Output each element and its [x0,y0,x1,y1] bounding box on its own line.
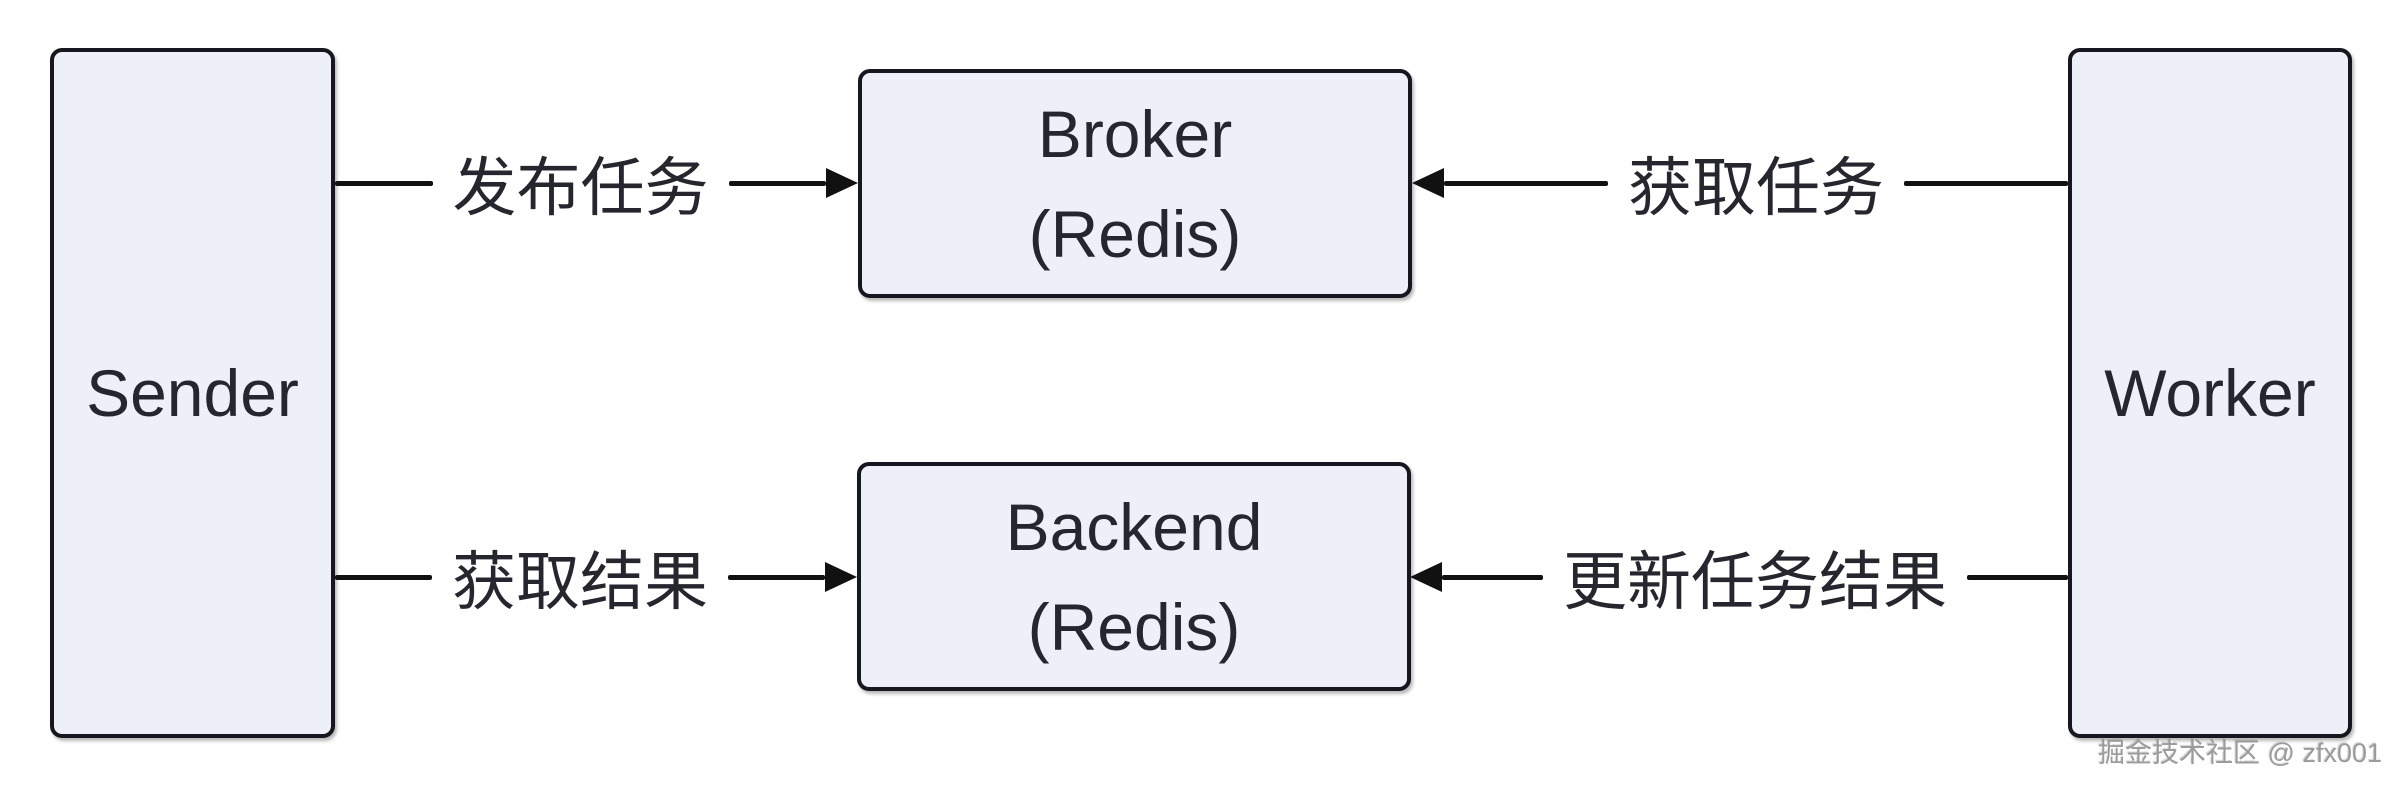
node-sender: Sender [50,48,335,738]
edge-fetch-task-label: 获取任务 [1628,152,1884,224]
node-backend-label-line1: Backend [1005,489,1263,564]
arrowhead-right-icon [826,168,858,198]
edge-fetch-result-line-start [335,574,432,580]
node-backend-label-line2: (Redis) [1027,589,1241,664]
edge-publish-task-line-start [335,180,433,186]
edge-fetch-task-line-start [1444,180,1608,186]
node-broker-label-line1: Broker [1037,96,1233,171]
arrowhead-left-icon [1412,168,1444,198]
edge-fetch-result-line-end [728,574,825,580]
edge-publish-task: 发布任务 [335,137,858,229]
edge-publish-task-label: 发布任务 [452,152,709,224]
node-backend: Backend (Redis) [857,462,1411,691]
edge-update-result-line-end [1967,574,2068,580]
node-worker-label: Worker [2104,356,2316,430]
node-worker: Worker [2068,48,2352,738]
arrowhead-right-icon [825,562,857,592]
watermark: 掘金技术社区 @ zfx001 [2098,738,2382,768]
node-broker-label-line2: (Redis) [1028,196,1242,271]
edge-update-result-label: 更新任务结果 [1563,546,1947,618]
edge-fetch-task-line-end [1904,180,2068,186]
edge-fetch-task: 获取任务 [1412,137,2068,229]
node-sender-label: Sender [86,356,299,430]
edge-fetch-result-label: 获取结果 [452,546,708,618]
edge-publish-task-line-end [728,180,826,186]
arrowhead-left-icon [1410,562,1442,592]
edge-update-result-line-start [1442,574,1543,580]
node-broker: Broker (Redis) [858,69,1412,298]
edge-fetch-result: 获取结果 [335,531,857,623]
edge-update-result: 更新任务结果 [1410,531,2068,623]
